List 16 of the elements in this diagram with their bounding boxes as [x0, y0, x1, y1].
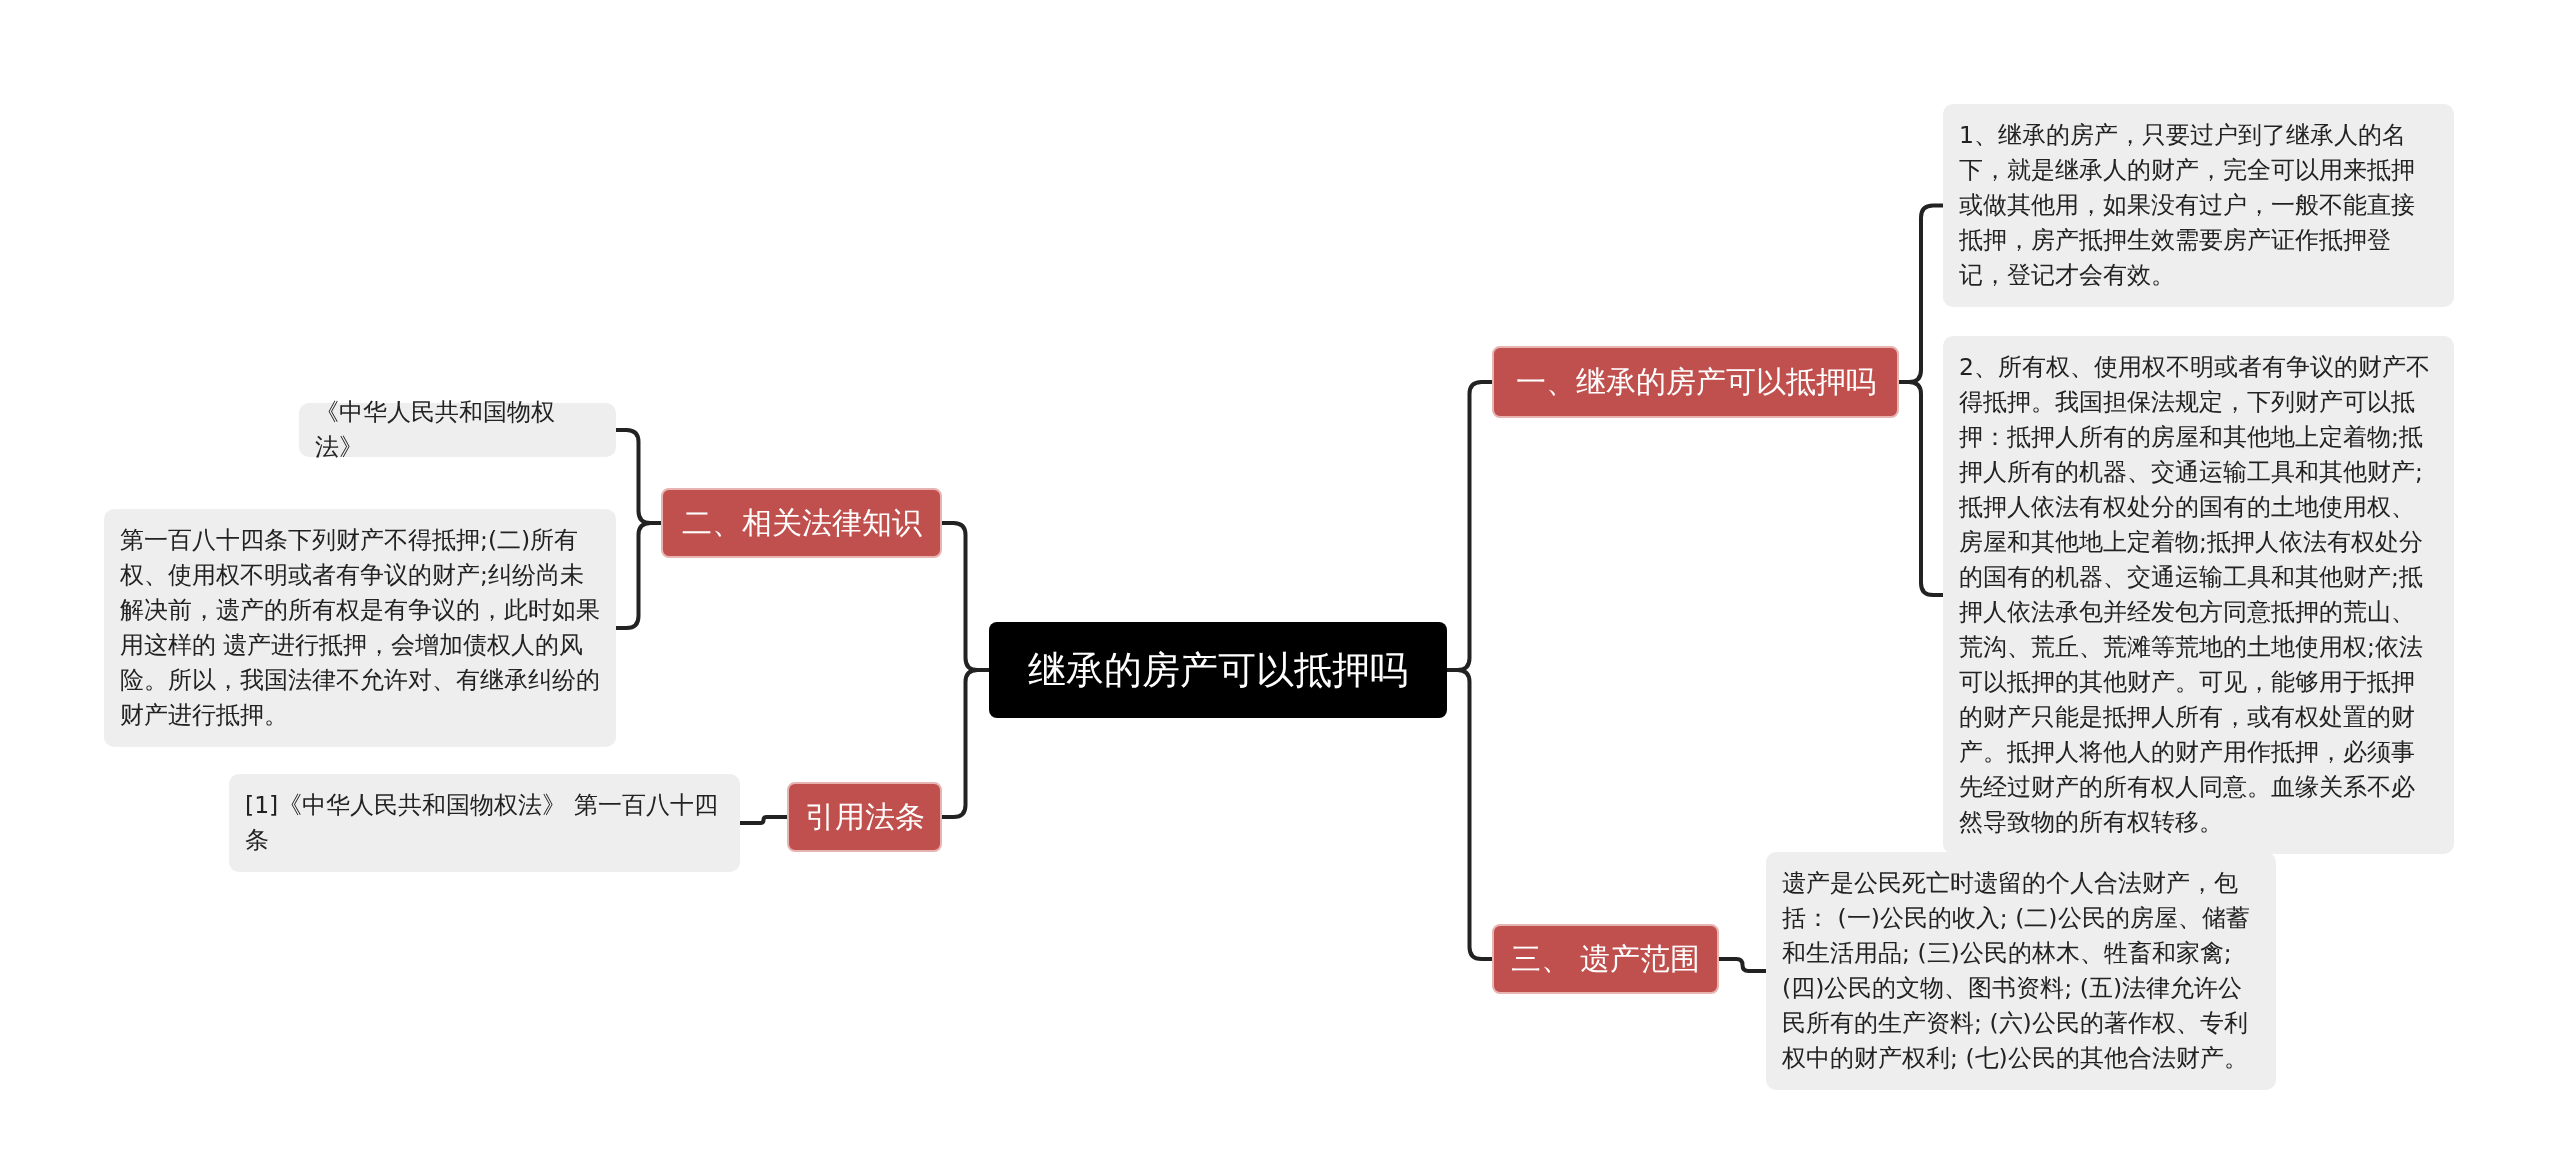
connector-line — [1899, 380, 1943, 597]
topic-box: 三、 遗产范围 — [1492, 924, 1719, 994]
note-box: [1]《中华人民共和国物权法》 第一百八十四条 — [229, 774, 740, 872]
note-box: 2、所有权、使用权不明或者有争议的财产不得抵押。我国担保法规定，下列财产可以抵押：抵押人所有的房屋和其他地上定着物;抵押人所有的机器、交通运输工具和其他财产;抵押人依法有权处分的国有的土地使用权、房屋和其他地上定着物;抵押人依法有权处分的国有的机器、交通运输工具和其他财产;抵押人依法承包并经发包方同意抵押的荒山、荒沟、荒丘、荒滩等荒地的土地使用权;依法可以抵押的其他财产。可见，能够用于抵押的财产只能是抵押人所有，或有权处置的财产。抵押人将他人的财产用作抵押，必须事先经过财产的所有权人同意。血缘关系不必然导致物的所有权转移。 — [1943, 336, 2454, 854]
connector-line — [616, 521, 661, 630]
topic-box: 二、相关法律知识 — [661, 488, 942, 558]
note-box: 1、继承的房产，只要过户到了继承人的名下，就是继承人的财产，完全可以用来抵押或做其他用，如果没有过户，一般不能直接抵押，房产抵押生效需要房产证作抵押登记，登记才会有效。 — [1943, 104, 2454, 307]
topic-box: 引用法条 — [787, 782, 942, 852]
connector-line — [1447, 668, 1492, 961]
connector-line — [1719, 957, 1766, 973]
central-topic-box: 继承的房产可以抵押吗 — [989, 622, 1447, 718]
note-box: 遗产是公民死亡时遗留的个人合法财产，包括： (一)公民的收入; (二)公民的房屋、储蓄和生活用品; (三)公民的林木、牲畜和家禽; (四)公民的文物、图书资料; (五)法律允许公民所有的生产资料; (六)公民的著作权、专利权中的财产权利; (七)公民的其他合法财产。 — [1766, 852, 2276, 1090]
topic-box: 一、继承的房产可以抵押吗 — [1492, 346, 1899, 418]
connector-line — [740, 815, 787, 825]
connector-line — [942, 668, 989, 819]
note-box: 第一百八十四条下列财产不得抵押;(二)所有权、使用权不明或者有争议的财产;纠纷尚未解决前，遗产的所有权是有争议的，此时如果用这样的 遗产进行抵押，会增加债权人的风险。所以，我国法律不允许对、有继承纠纷的财产进行抵押。 — [104, 509, 616, 747]
